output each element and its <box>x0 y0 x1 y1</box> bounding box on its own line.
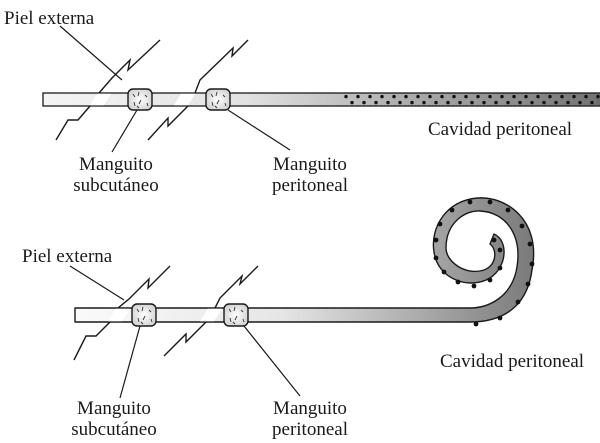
side-hole <box>452 94 456 99</box>
top-cuff-subcutaneous <box>127 88 153 111</box>
side-hole <box>434 100 438 105</box>
label-line: subcutáneo <box>71 419 157 440</box>
side-hole <box>494 100 498 105</box>
side-hole <box>446 100 450 105</box>
side-hole <box>449 207 455 213</box>
side-hole <box>467 199 473 205</box>
side-hole <box>458 100 462 105</box>
label-line: Manguito <box>77 398 151 419</box>
side-hole <box>525 281 531 287</box>
side-hole <box>433 255 439 261</box>
top-cuff-peritoneal-label: Manguito peritoneal <box>260 154 360 196</box>
side-hole <box>519 223 525 229</box>
side-hole <box>497 247 503 253</box>
side-hole <box>497 315 503 321</box>
side-hole <box>506 100 510 105</box>
side-hole <box>505 207 511 213</box>
side-hole <box>440 94 444 99</box>
top-skin-layers <box>55 39 249 141</box>
label-line: peritoneal <box>272 419 348 440</box>
side-hole <box>527 241 533 247</box>
side-hole <box>530 100 534 105</box>
bottom-catheter <box>74 197 535 327</box>
side-hole <box>362 100 366 105</box>
bottom-cuff-subcutaneous-label: Manguito subcutáneo <box>62 398 166 440</box>
label-line: subcutáneo <box>73 175 159 196</box>
side-hole <box>437 221 443 227</box>
side-hole <box>374 100 378 105</box>
top-tube <box>42 92 600 107</box>
top-skin-line-1 <box>55 39 161 141</box>
side-hole <box>473 321 479 327</box>
side-hole <box>512 94 516 99</box>
bottom-cuff-peritoneal-label: Manguito peritoneal <box>260 398 360 440</box>
side-hole <box>554 100 558 105</box>
side-hole <box>578 100 582 105</box>
side-hole <box>487 199 493 205</box>
bottom-cuff-peritoneal <box>223 303 249 327</box>
bottom-cavity-label: Cavidad peritoneal <box>440 351 585 372</box>
side-hole <box>455 279 461 285</box>
side-hole <box>566 100 570 105</box>
side-hole <box>433 237 439 243</box>
side-hole <box>422 100 426 105</box>
top-side-holes <box>344 94 600 105</box>
side-hole <box>560 94 564 99</box>
side-hole <box>471 283 477 289</box>
bottom-skin-label: Piel externa <box>22 246 113 267</box>
top-cuff-peritoneal <box>205 88 231 111</box>
side-hole <box>487 277 493 283</box>
top-cavity-label: Cavidad peritoneal <box>428 119 573 140</box>
label-line: Manguito <box>273 398 347 419</box>
side-hole <box>392 94 396 99</box>
side-hole <box>386 100 390 105</box>
side-hole <box>596 94 600 99</box>
side-hole <box>416 94 420 99</box>
bottom-skin-line-1 <box>73 265 171 361</box>
bottom-skin-layers <box>73 265 259 361</box>
side-hole <box>482 100 486 105</box>
side-hole <box>470 100 474 105</box>
side-hole <box>368 94 372 99</box>
label-line: peritoneal <box>272 175 348 196</box>
side-hole <box>497 265 503 271</box>
bottom-leader-lines <box>69 265 301 399</box>
label-line: Manguito <box>273 154 347 175</box>
top-skin-line-2 <box>147 39 249 141</box>
side-hole <box>529 261 535 267</box>
side-hole <box>441 269 447 275</box>
side-hole <box>428 94 432 99</box>
side-hole <box>542 100 546 105</box>
side-hole <box>524 94 528 99</box>
label-line: Manguito <box>79 154 153 175</box>
bottom-skin-line-2 <box>163 265 259 357</box>
bottom-cuff-subcutaneous <box>131 303 157 327</box>
top-skin-label: Piel externa <box>4 8 95 29</box>
top-leader-lines <box>59 25 291 153</box>
side-hole <box>398 100 402 105</box>
side-hole <box>356 94 360 99</box>
side-hole <box>491 237 497 243</box>
side-hole <box>515 299 521 305</box>
side-hole <box>410 100 414 105</box>
side-hole <box>464 94 468 99</box>
top-cuff-subcutaneous-label: Manguito subcutáneo <box>64 154 168 196</box>
side-hole <box>584 94 588 99</box>
side-hole <box>488 94 492 99</box>
side-hole <box>350 100 354 105</box>
side-hole <box>518 100 522 105</box>
side-hole <box>572 94 576 99</box>
side-hole <box>476 94 480 99</box>
top-catheter <box>42 92 600 107</box>
side-hole <box>590 100 594 105</box>
side-hole <box>344 94 348 99</box>
side-hole <box>404 94 408 99</box>
side-hole <box>536 94 540 99</box>
side-hole <box>548 94 552 99</box>
side-hole <box>380 94 384 99</box>
side-hole <box>500 94 504 99</box>
bottom-side-holes <box>433 199 535 327</box>
